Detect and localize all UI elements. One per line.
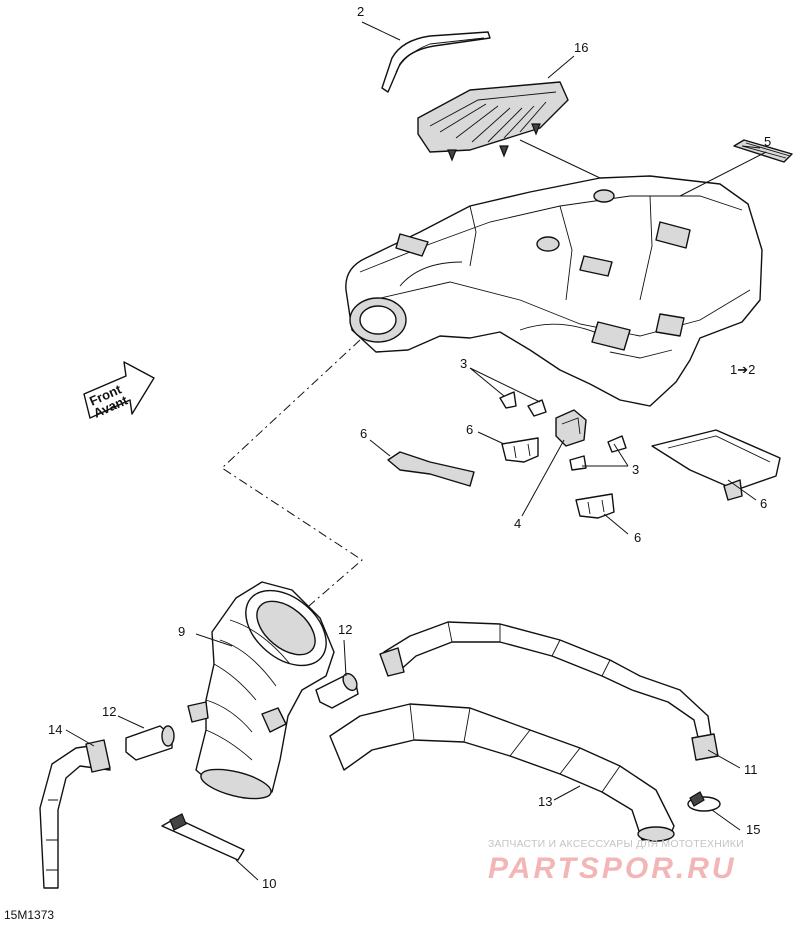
part-3-clip-right [569,435,627,471]
callout-11: 11 [744,762,758,777]
callout-14: 14 [48,722,62,737]
callout-labels: 2 16 5 1➔2 3 3 6 6 4 6 6 9 12 12 14 11 1… [48,4,771,891]
callout-2: 2 [357,4,364,19]
callout-4: 4 [514,516,521,531]
callout-1-arrow-2: 1➔2 [730,362,755,377]
callout-9: 9 [178,624,185,639]
part-3-clip-left [499,391,547,417]
leader-lines [65,21,767,881]
callout-6-bracket-lower: 6 [634,530,641,545]
callout-13: 13 [538,794,552,809]
part-5-label-strip [733,139,793,163]
watermark-tagline: ЗАПЧАСТИ И АКСЕССУАРЫ ДЛЯ МОТОТЕХНИКИ [488,838,744,850]
callout-5: 5 [764,134,771,149]
part-4-grommet [555,409,587,447]
part-12-fitting-right [315,672,359,709]
callout-12-right: 12 [338,622,352,637]
part-6-foam-strip [387,451,475,487]
callout-16: 16 [574,40,588,55]
alignment-centerline [221,339,363,613]
part-16-air-filter [417,81,569,162]
part-15-hose-clamp [687,791,721,812]
part-10-clamp [161,813,245,861]
callout-6-foam: 6 [360,426,367,441]
part-6-bracket-lower [575,493,615,519]
part-6-bracket-upper [501,437,539,463]
part-9-intake-adaptor [187,581,335,800]
watermark-brand: PARTSPOR.RU [488,852,737,885]
part-12-fitting-left [125,725,175,761]
callout-10: 10 [262,876,276,891]
callout-12-left: 12 [102,704,116,719]
part-11-breather-hose [379,621,719,761]
part-1-airbox-assembly [345,175,763,407]
callout-6-bracket-upper: 6 [466,422,473,437]
callout-3-right: 3 [632,462,639,477]
callout-3-left: 3 [460,356,467,371]
part-14-hose-left [39,739,111,889]
part-2-trim-strip [381,31,491,93]
diagram-reference-code: 15M1373 [4,908,55,922]
part-13-intake-hose [329,703,675,842]
callout-6-heat-shield: 6 [760,496,767,511]
part-6-heat-shield [651,429,781,501]
front-direction-arrow: Front Avant [83,361,155,421]
callout-15: 15 [746,822,760,837]
